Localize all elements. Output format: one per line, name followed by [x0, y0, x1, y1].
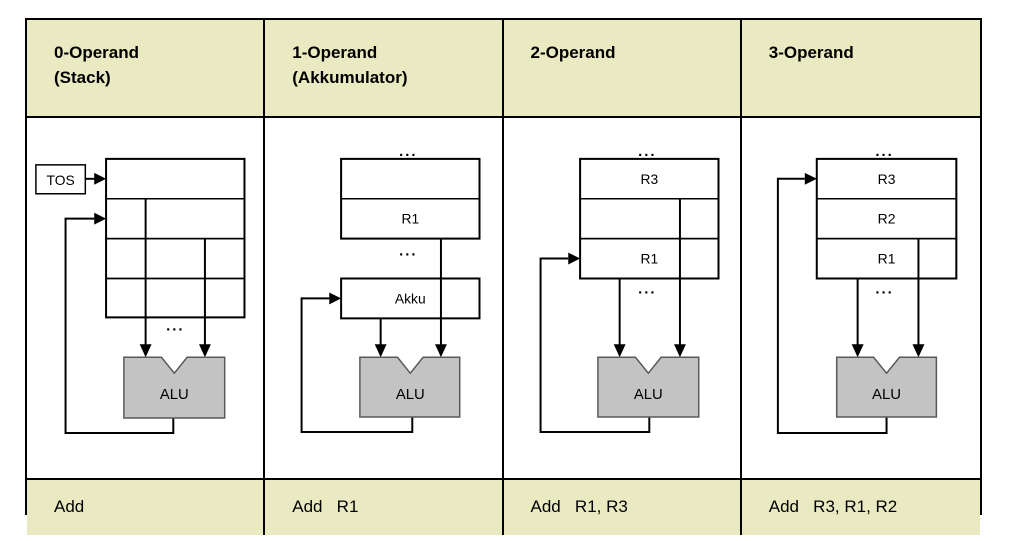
alu-box — [359, 356, 461, 418]
ellipsis-bottom: ... — [638, 281, 656, 297]
alu-box — [835, 356, 937, 418]
arrowhead-down-icon — [851, 344, 864, 358]
column-0-operand: 0-Operand (Stack) TOS — [27, 20, 266, 535]
stack-row-blank-2 — [105, 277, 246, 319]
two-operand-diagram-svg: ... R3 R1 ... — [539, 144, 719, 434]
arrowhead-down-icon — [198, 344, 211, 358]
alu-label: ALU — [872, 386, 901, 403]
stack-row-tos — [105, 158, 246, 200]
column-1-operand: 1-Operand (Akkumulator) ... R1 ... Akku — [265, 20, 504, 535]
column-header: 1-Operand (Akkumulator) — [265, 20, 502, 118]
arrowhead-down-icon — [435, 344, 448, 358]
ellipsis-top: ... — [875, 143, 893, 160]
register-r2-label: R2 — [877, 211, 895, 227]
arrowhead-down-icon — [139, 344, 152, 358]
arrowhead-down-icon — [374, 344, 387, 358]
instruction-example: Add R1, R3 — [503, 477, 740, 535]
result-feedback-line — [776, 177, 888, 434]
tos-arrowhead-icon — [94, 172, 107, 185]
column-3-operand: 3-Operand ... R3 R2 R1 ... — [741, 20, 980, 535]
accumulator-diagram-svg: ... R1 ... Akku — [300, 144, 481, 434]
stack-diagram-svg: TOS ... ALU — [35, 157, 246, 434]
architecture-comparison-table: 0-Operand (Stack) TOS — [25, 18, 982, 535]
alu-label: ALU — [160, 387, 189, 403]
stack-row-blank-1 — [105, 237, 246, 280]
register-r1-label: R1 — [640, 250, 658, 266]
arrowhead-right-icon — [94, 212, 107, 225]
header-title: 0-Operand — [54, 43, 140, 62]
header-subtitle: (Stack) — [54, 68, 111, 87]
result-feedback-line — [300, 297, 414, 434]
header-subtitle: (Akkumulator) — [292, 68, 408, 87]
two-operand-architecture-diagram: ... R3 R1 ... — [503, 118, 740, 478]
header-title: 3-Operand — [768, 43, 854, 62]
ellipsis-bottom: ... — [875, 280, 893, 297]
register-file: R1 — [340, 157, 481, 240]
arrowhead-right-icon — [567, 252, 580, 265]
arrowhead-right-icon — [804, 172, 817, 185]
instruction-example: Add R3, R1, R2 — [741, 477, 980, 535]
arrowhead-down-icon — [912, 344, 925, 358]
ellipsis-top: ... — [399, 144, 417, 160]
register-file: R3 R1 — [578, 157, 719, 280]
arrowhead-down-icon — [673, 344, 686, 358]
register-r1-label: R1 — [877, 251, 895, 267]
accumulator-architecture-diagram: ... R1 ... Akku — [265, 118, 502, 478]
register-row-blank — [340, 158, 481, 200]
stack-register-file — [105, 157, 246, 319]
alu-box — [123, 356, 226, 419]
result-feedback-line — [64, 217, 175, 434]
column-header: 3-Operand — [741, 20, 980, 118]
arrowhead-down-icon — [613, 344, 626, 358]
three-operand-diagram-svg: ... R3 R2 R1 ... — [776, 143, 958, 434]
header-title: 2-Operand — [530, 43, 616, 62]
stack-architecture-diagram: TOS ... ALU — [27, 118, 264, 478]
register-r3-label: R3 — [640, 171, 658, 187]
column-header: 2-Operand — [503, 20, 740, 118]
tos-pointer: TOS — [35, 164, 107, 195]
stack-row-second — [105, 197, 246, 240]
three-operand-architecture-diagram: ... R3 R2 R1 ... — [741, 118, 980, 478]
akku-label: Akku — [395, 290, 426, 306]
register-r3-label: R3 — [877, 171, 895, 187]
alu-label: ALU — [633, 387, 662, 403]
column-header: 0-Operand (Stack) — [27, 20, 264, 118]
alu-label: ALU — [396, 387, 425, 403]
result-feedback-line — [539, 257, 650, 434]
ellipsis-bottom: ... — [399, 244, 417, 260]
register-row-blank — [578, 197, 719, 240]
column-2-operand: 2-Operand ... R3 R1 ... — [503, 20, 742, 535]
alu-box — [596, 356, 699, 418]
ellipsis-top: ... — [638, 144, 656, 160]
register-file: R3 R2 R1 — [815, 157, 958, 280]
ellipsis-bottom: ... — [166, 318, 184, 334]
instruction-example: Add R1 — [265, 477, 502, 535]
tos-label: TOS — [47, 172, 75, 188]
register-r1-label: R1 — [402, 211, 420, 227]
arrowhead-right-icon — [329, 292, 342, 305]
header-title: 1-Operand — [292, 43, 378, 62]
instruction-example: Add — [27, 477, 264, 535]
